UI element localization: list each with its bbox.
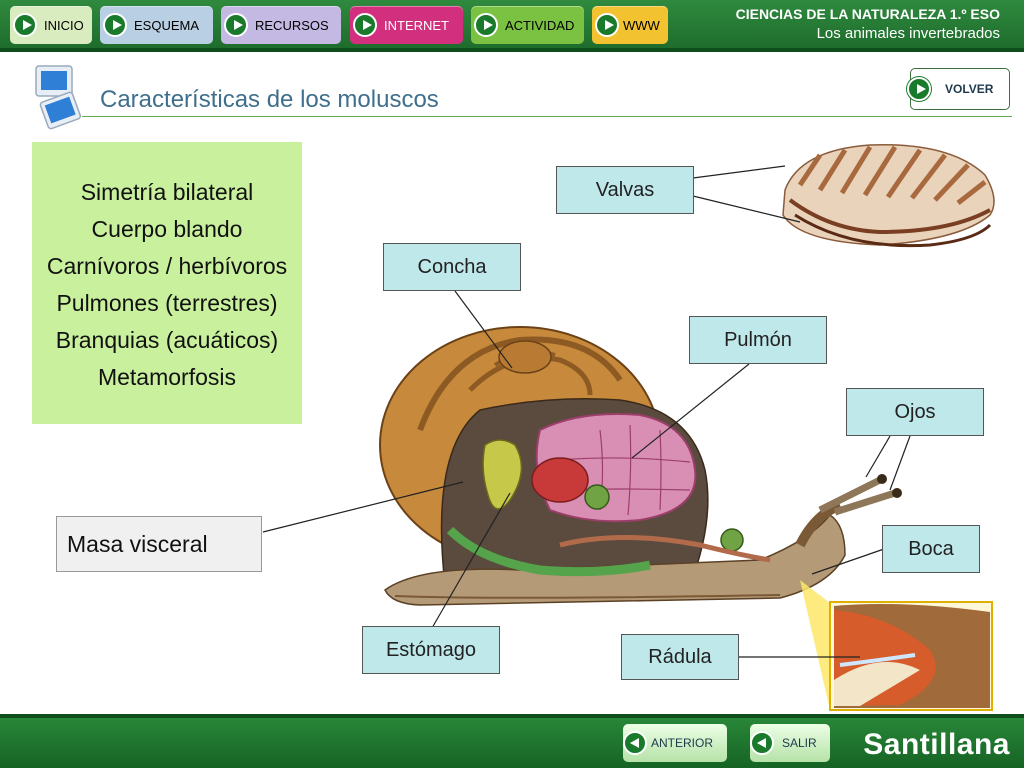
label-concha: Concha: [383, 243, 521, 291]
salir-button[interactable]: SALIR: [750, 724, 830, 762]
scallop-illustration: [782, 144, 995, 248]
nav-inicio-button[interactable]: INICIO: [10, 6, 92, 44]
nav-recursos-button[interactable]: RECURSOS: [221, 6, 341, 44]
play-icon: [103, 13, 127, 37]
trait-item: Pulmones (terrestres): [56, 290, 278, 316]
volver-button[interactable]: VOLVER: [907, 68, 1010, 110]
play-icon: [595, 13, 619, 37]
nav-label: INTERNET: [384, 17, 449, 33]
trait-item: Carnívoros / herbívoros: [46, 253, 288, 279]
nav-label: ACTIVIDAD: [505, 17, 575, 33]
top-navigation-bar: INICIO ESQUEMA RECURSOS INTERNET ACTIVID…: [0, 0, 1024, 52]
course-title: CIENCIAS DE LA NATURALEZA 1.º ESO: [735, 6, 1000, 22]
label-radula: Rádula: [621, 634, 739, 680]
nav-esquema-button[interactable]: ESQUEMA: [100, 6, 213, 44]
traits-box: Simetría bilateral Cuerpo blando Carnívo…: [32, 142, 302, 424]
nav-actividad-button[interactable]: ACTIVIDAD: [471, 6, 584, 44]
nav-www-button[interactable]: WWW: [592, 6, 668, 44]
unit-title: Los animales invertebrados: [816, 25, 1000, 42]
snail-illustration: [379, 326, 902, 606]
anterior-button[interactable]: ANTERIOR: [623, 724, 727, 762]
trait-item: Metamorfosis: [97, 364, 237, 390]
course-title-block: CIENCIAS DE LA NATURALEZA 1.º ESO Los an…: [736, 6, 1000, 42]
leader-lines: [262, 165, 911, 658]
label-pulmon: Pulmón: [689, 316, 827, 364]
volver-label: VOLVER: [945, 82, 994, 96]
play-icon: [474, 13, 498, 37]
brand-logo: Santillana: [863, 728, 1010, 761]
nav-label: RECURSOS: [255, 17, 329, 33]
salir-label: SALIR: [782, 736, 817, 750]
trait-item: Simetría bilateral: [80, 179, 254, 205]
label-ojos: Ojos: [846, 388, 984, 436]
nav-label: WWW: [623, 17, 660, 33]
trait-item: Cuerpo blando: [91, 216, 243, 242]
play-icon: [907, 77, 931, 101]
nav-label: INICIO: [44, 17, 84, 33]
bottom-navigation-bar: ANTERIOR SALIR Santillana: [0, 714, 1024, 768]
label-boca: Boca: [882, 525, 980, 573]
monitor-icon: [35, 65, 82, 130]
play-icon: [353, 13, 377, 37]
title-divider: [82, 116, 1012, 117]
back-icon: [750, 731, 774, 755]
label-valvas: Valvas: [556, 166, 694, 214]
play-icon: [13, 13, 37, 37]
page-title: Características de los moluscos: [100, 86, 439, 113]
nav-label: ESQUEMA: [134, 17, 200, 33]
trait-item: Branquias (acuáticos): [55, 327, 279, 353]
play-icon: [224, 13, 248, 37]
label-masa-visceral: Masa visceral: [56, 516, 262, 572]
radula-zoom-illustration: [800, 580, 993, 711]
back-icon: [623, 731, 647, 755]
label-estomago: Estómago: [362, 626, 500, 674]
nav-internet-button[interactable]: INTERNET: [350, 6, 463, 44]
anterior-label: ANTERIOR: [651, 736, 714, 750]
